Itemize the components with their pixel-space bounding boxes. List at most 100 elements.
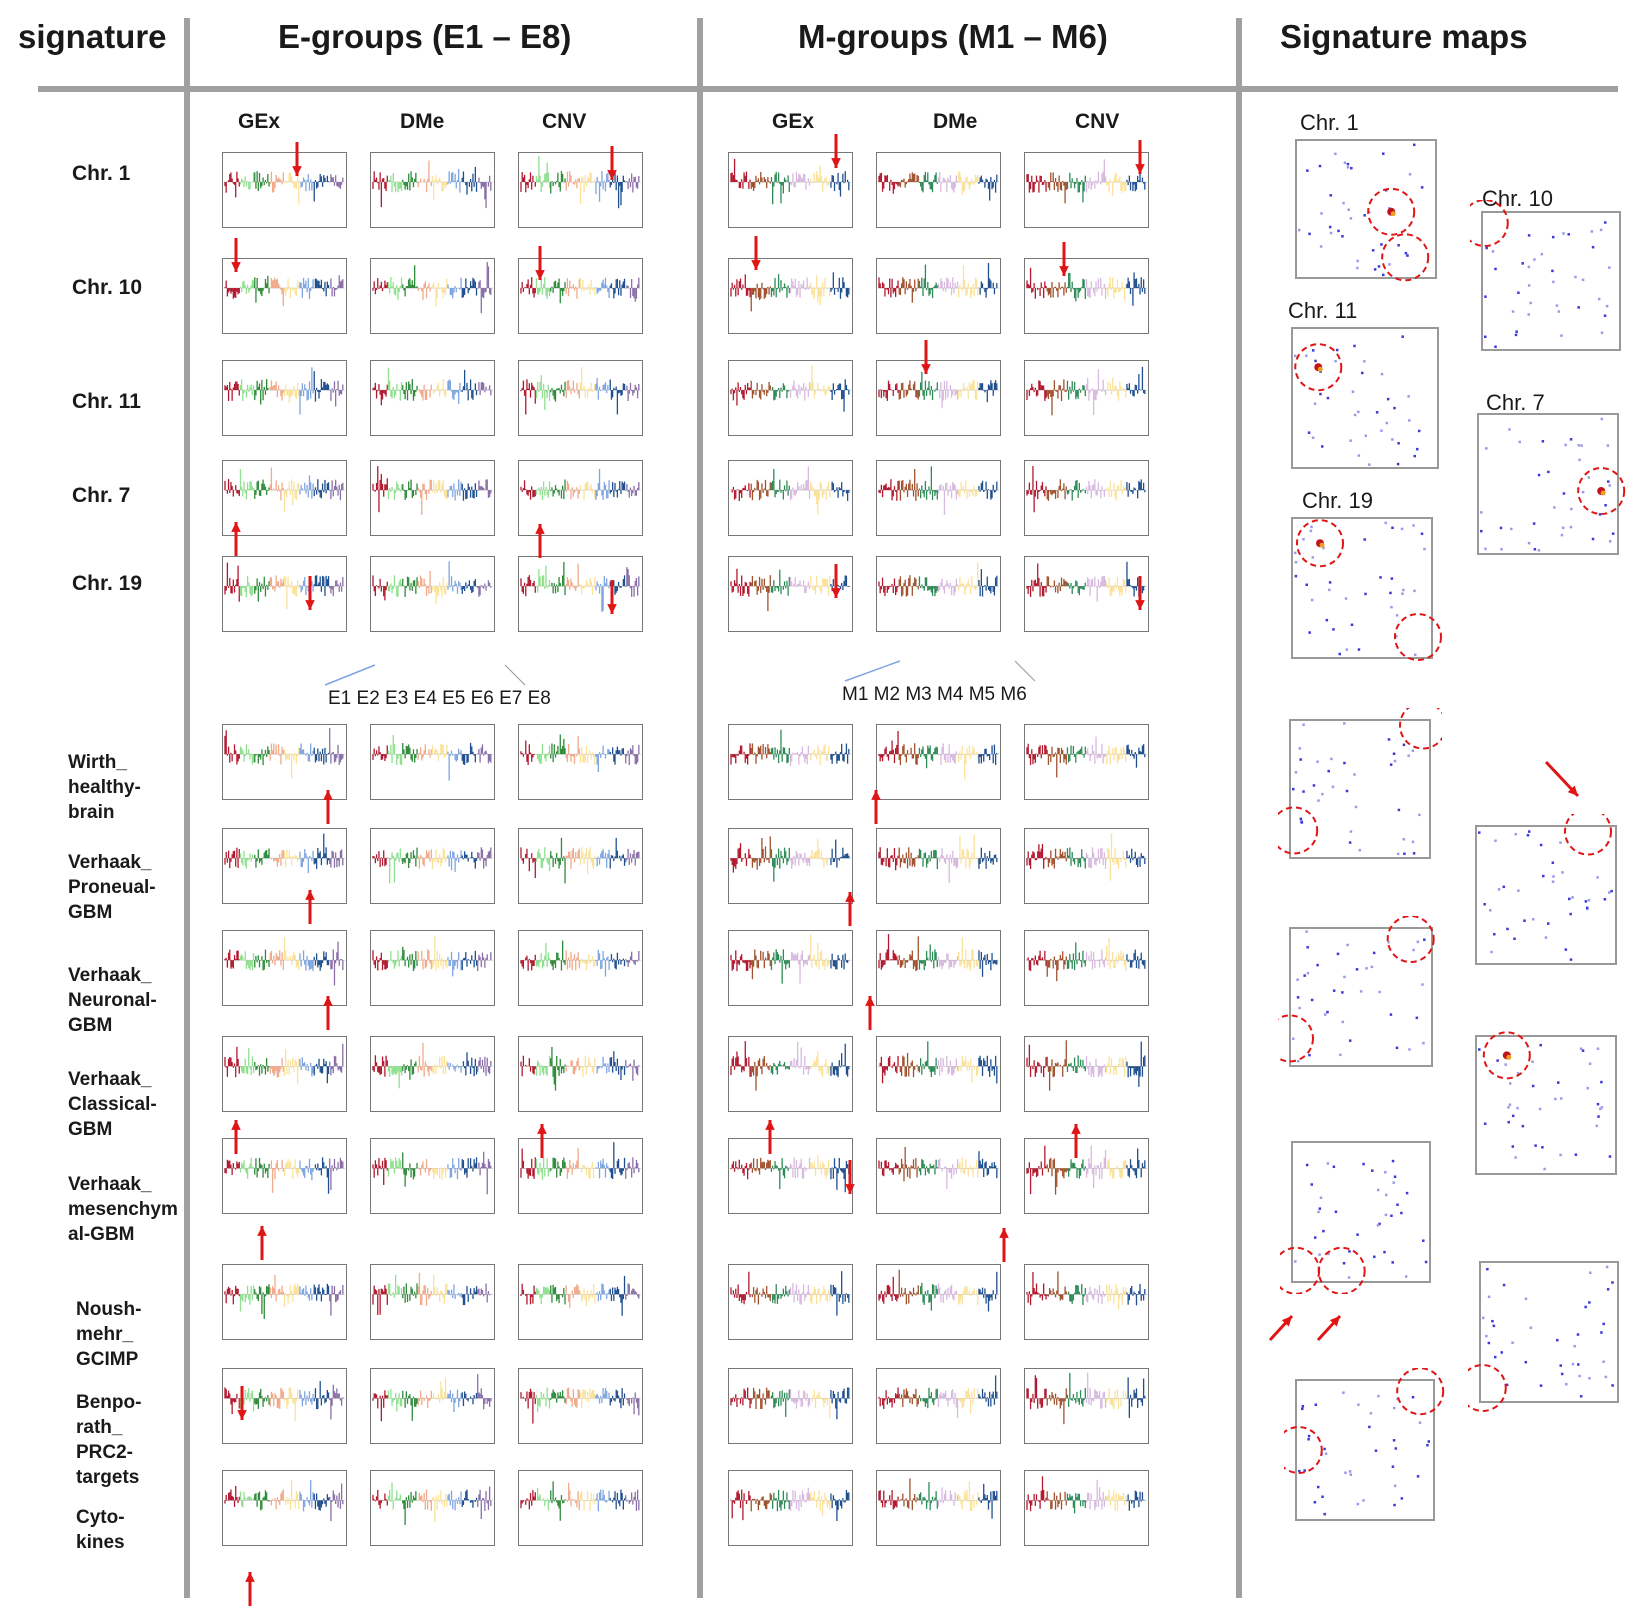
sig-plot-e-0-0 <box>222 724 347 800</box>
sig-plot-m-1-1 <box>876 828 1001 904</box>
arrow-14 <box>831 564 841 598</box>
sig-plot-e-2-2 <box>518 930 643 1006</box>
header-m-groups: M-groups (M1 – M6) <box>798 18 1108 55</box>
m-group-legend: M1 M2 M3 M4 M5 M6 <box>842 684 1027 705</box>
e-legend-connector <box>324 664 526 686</box>
map-label-chr19: Chr. 19 <box>1302 488 1373 513</box>
map-mesenchymal <box>1280 1141 1431 1294</box>
sub-header-m-dme: DMe <box>933 110 978 133</box>
arrow-1 <box>292 142 302 176</box>
chr-plot-e-3-0 <box>222 460 347 536</box>
arrow-13 <box>607 580 617 614</box>
arrow-20 <box>323 996 333 1030</box>
arrow-2 <box>607 146 617 180</box>
chr-plot-e-1-1 <box>370 258 495 334</box>
map-chr10 <box>1470 200 1621 351</box>
chr-plot-e-2-1 <box>370 360 495 436</box>
sig-plot-m-3-1 <box>876 1036 1001 1112</box>
sig-plot-e-4-0 <box>222 1138 347 1214</box>
arrow-12 <box>305 576 315 610</box>
arrow-23 <box>537 1124 547 1158</box>
map-label-chr10: Chr. 10 <box>1482 186 1553 211</box>
sig-plot-e-4-1 <box>370 1138 495 1214</box>
arrow-16 <box>323 790 333 824</box>
row-label-chr1: Chr. 1 <box>72 162 131 185</box>
sig-plot-m-4-1 <box>876 1138 1001 1214</box>
chr-plot-e-3-2 <box>518 460 643 536</box>
sig-plot-m-0-2 <box>1024 724 1149 800</box>
sub-header-m-cnv: CNV <box>1075 110 1120 133</box>
arrow-17 <box>871 790 881 824</box>
chr-plot-e-4-0 <box>222 556 347 632</box>
arrow-25 <box>1071 1124 1081 1158</box>
chr-plot-m-1-0 <box>728 258 853 334</box>
sig-plot-e-5-0 <box>222 1264 347 1340</box>
arrow-19 <box>845 892 855 926</box>
arrow-7 <box>751 236 761 270</box>
signature-label-prc2: Benpo- rath_ PRC2- targets <box>76 1392 142 1488</box>
chr-plot-m-2-2 <box>1024 360 1149 436</box>
row-label-chr19: Chr. 19 <box>72 572 143 595</box>
map-wirth <box>1278 708 1442 859</box>
signature-label-proneural: Verhaak_ Proneual- GBM <box>68 852 156 923</box>
column-divider-2 <box>697 18 703 1598</box>
sub-header-e-gex: GEx <box>238 110 281 133</box>
header-e-groups: E-groups (E1 – E8) <box>278 18 572 55</box>
arrow-27 <box>257 1226 267 1260</box>
arrow-4 <box>1135 140 1145 174</box>
map-chr7 <box>1477 413 1626 555</box>
arrow-24 <box>765 1120 775 1154</box>
sig-plot-m-6-2 <box>1024 1368 1149 1444</box>
sig-plot-e-3-1 <box>370 1036 495 1112</box>
sig-plot-m-2-1 <box>876 930 1001 1006</box>
sig-plot-e-3-2 <box>518 1036 643 1112</box>
map-chr19 <box>1291 517 1442 661</box>
header-signature-maps: Signature maps <box>1280 18 1528 55</box>
chr-plot-m-3-0 <box>728 460 853 536</box>
map-classical <box>1475 1031 1617 1175</box>
chr-plot-m-3-2 <box>1024 460 1149 536</box>
sig-plot-e-0-1 <box>370 724 495 800</box>
map-neuronal <box>1278 916 1435 1067</box>
map-chr11 <box>1291 327 1439 469</box>
arrow-18 <box>305 890 315 924</box>
sig-plot-e-5-1 <box>370 1264 495 1340</box>
chr-plot-m-2-1 <box>876 360 1001 436</box>
sig-plot-m-1-2 <box>1024 828 1149 904</box>
map-proneural <box>1475 814 1617 965</box>
chr-plot-e-4-2 <box>518 556 643 632</box>
chr-plot-m-2-0 <box>728 360 853 436</box>
sub-header-m-gex: GEx <box>772 110 815 133</box>
arrow-31 <box>1544 760 1580 798</box>
arrow-29 <box>237 1386 247 1420</box>
sig-plot-e-1-2 <box>518 828 643 904</box>
header-signature: signature <box>18 18 167 55</box>
sig-plot-m-0-1 <box>876 724 1001 800</box>
header-divider <box>38 86 1618 92</box>
sig-plot-e-7-0 <box>222 1470 347 1546</box>
map-label-chr1: Chr. 1 <box>1300 110 1359 135</box>
signature-label-mesenchymal: Verhaak_ mesenchym al-GBM <box>68 1174 178 1245</box>
map-label-chr11: Chr. 11 <box>1288 298 1358 323</box>
chr-plot-m-0-1 <box>876 152 1001 228</box>
sig-plot-m-6-1 <box>876 1368 1001 1444</box>
sig-plot-m-5-1 <box>876 1264 1001 1340</box>
signature-label-wirth: Wirth_ healthy- brain <box>68 752 141 823</box>
row-label-chr11: Chr. 11 <box>72 390 141 413</box>
chr-plot-e-0-1 <box>370 152 495 228</box>
arrow-33 <box>1316 1314 1342 1342</box>
sig-plot-m-2-0 <box>728 930 853 1006</box>
signature-label-neuronal: Verhaak_ Neuronal- GBM <box>68 965 157 1036</box>
chr-plot-e-0-2 <box>518 152 643 228</box>
sig-plot-m-4-0 <box>728 1138 853 1214</box>
sig-plot-m-4-2 <box>1024 1138 1149 1214</box>
chr-plot-e-2-0 <box>222 360 347 436</box>
arrow-6 <box>535 246 545 280</box>
chr-plot-e-1-0 <box>222 258 347 334</box>
column-divider-3 <box>1236 18 1242 1598</box>
arrow-5 <box>231 238 241 272</box>
sig-plot-e-6-1 <box>370 1368 495 1444</box>
sig-plot-m-6-0 <box>728 1368 853 1444</box>
sig-plot-e-1-1 <box>370 828 495 904</box>
chr-plot-m-4-0 <box>728 556 853 632</box>
